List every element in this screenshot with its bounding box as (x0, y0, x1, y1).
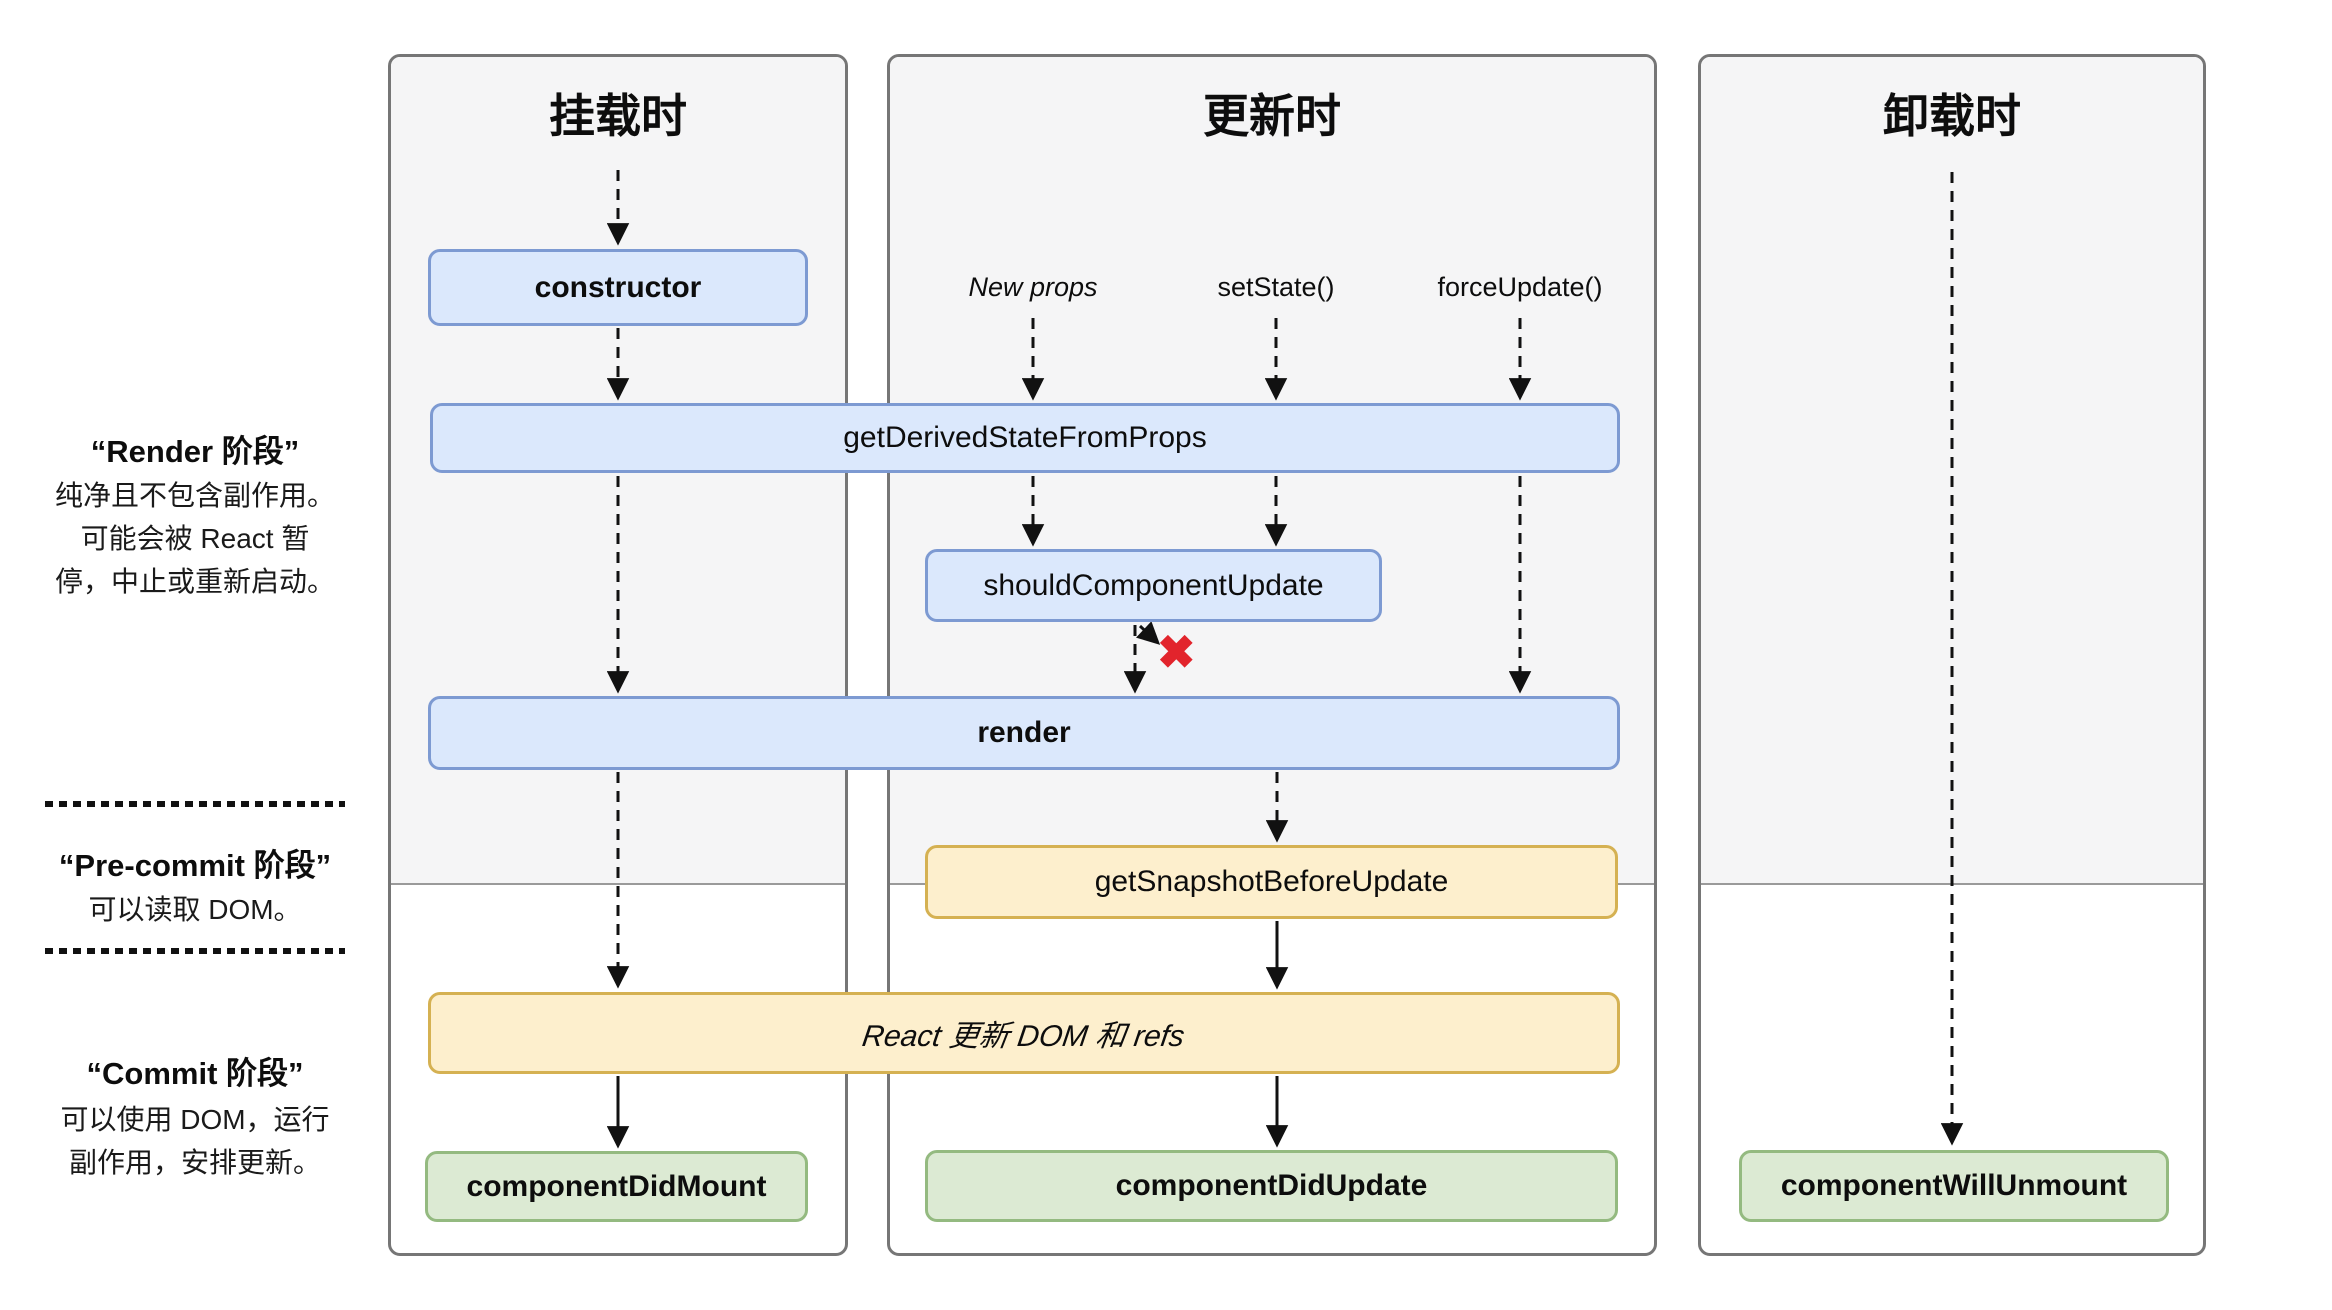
column-mounting (388, 54, 848, 1256)
node-component-will-unmount[interactable]: componentWillUnmount (1739, 1150, 2169, 1222)
node-get-derived-state-from-props[interactable]: getDerivedStateFromProps (430, 403, 1620, 473)
column-title-unmounting: 卸载时 (1883, 90, 2021, 142)
trigger-force-update: forceUpdate() (1437, 272, 1603, 302)
react-updates-dom-label: React 更新 DOM 和 refs (860, 1020, 1187, 1053)
node-component-did-update[interactable]: componentDidUpdate (925, 1150, 1618, 1222)
node-should-component-update[interactable]: shouldComponentUpdate (925, 549, 1382, 622)
render-phase-description: 纯净且不包含副作用。 可能会被 React 暂 停，中止或重新启动。 (54, 480, 335, 597)
node-component-did-mount[interactable]: componentDidMount (425, 1151, 808, 1222)
pre-commit-phase-title: “Pre-commit 阶段” (58, 848, 332, 883)
commit-phase-description: 可以使用 DOM，运行 副作用，安排更新。 (60, 1104, 330, 1178)
cancel-x-icon: ✖ (1157, 626, 1196, 678)
render-phase-title: “Render 阶段” (90, 434, 300, 469)
trigger-set-state: setState() (1217, 272, 1335, 302)
pre-commit-phase-description: 可以读取 DOM。 (88, 894, 302, 925)
column-title-updating: 更新时 (1203, 90, 1341, 142)
node-constructor[interactable]: constructor (428, 249, 808, 326)
render-phase-shaded-region (1701, 57, 2203, 885)
column-updating (887, 54, 1657, 1256)
node-render[interactable]: render (428, 696, 1620, 770)
node-react-updates-dom: React 更新 DOM 和 refs (428, 992, 1620, 1074)
dotted-divider (45, 801, 345, 807)
dotted-divider (45, 948, 345, 954)
trigger-new-props: New props (968, 272, 1098, 302)
commit-phase-title: “Commit 阶段” (86, 1056, 304, 1091)
column-title-mounting: 挂载时 (549, 90, 687, 142)
column-unmounting (1698, 54, 2206, 1256)
node-get-snapshot-before-update[interactable]: getSnapshotBeforeUpdate (925, 845, 1618, 919)
